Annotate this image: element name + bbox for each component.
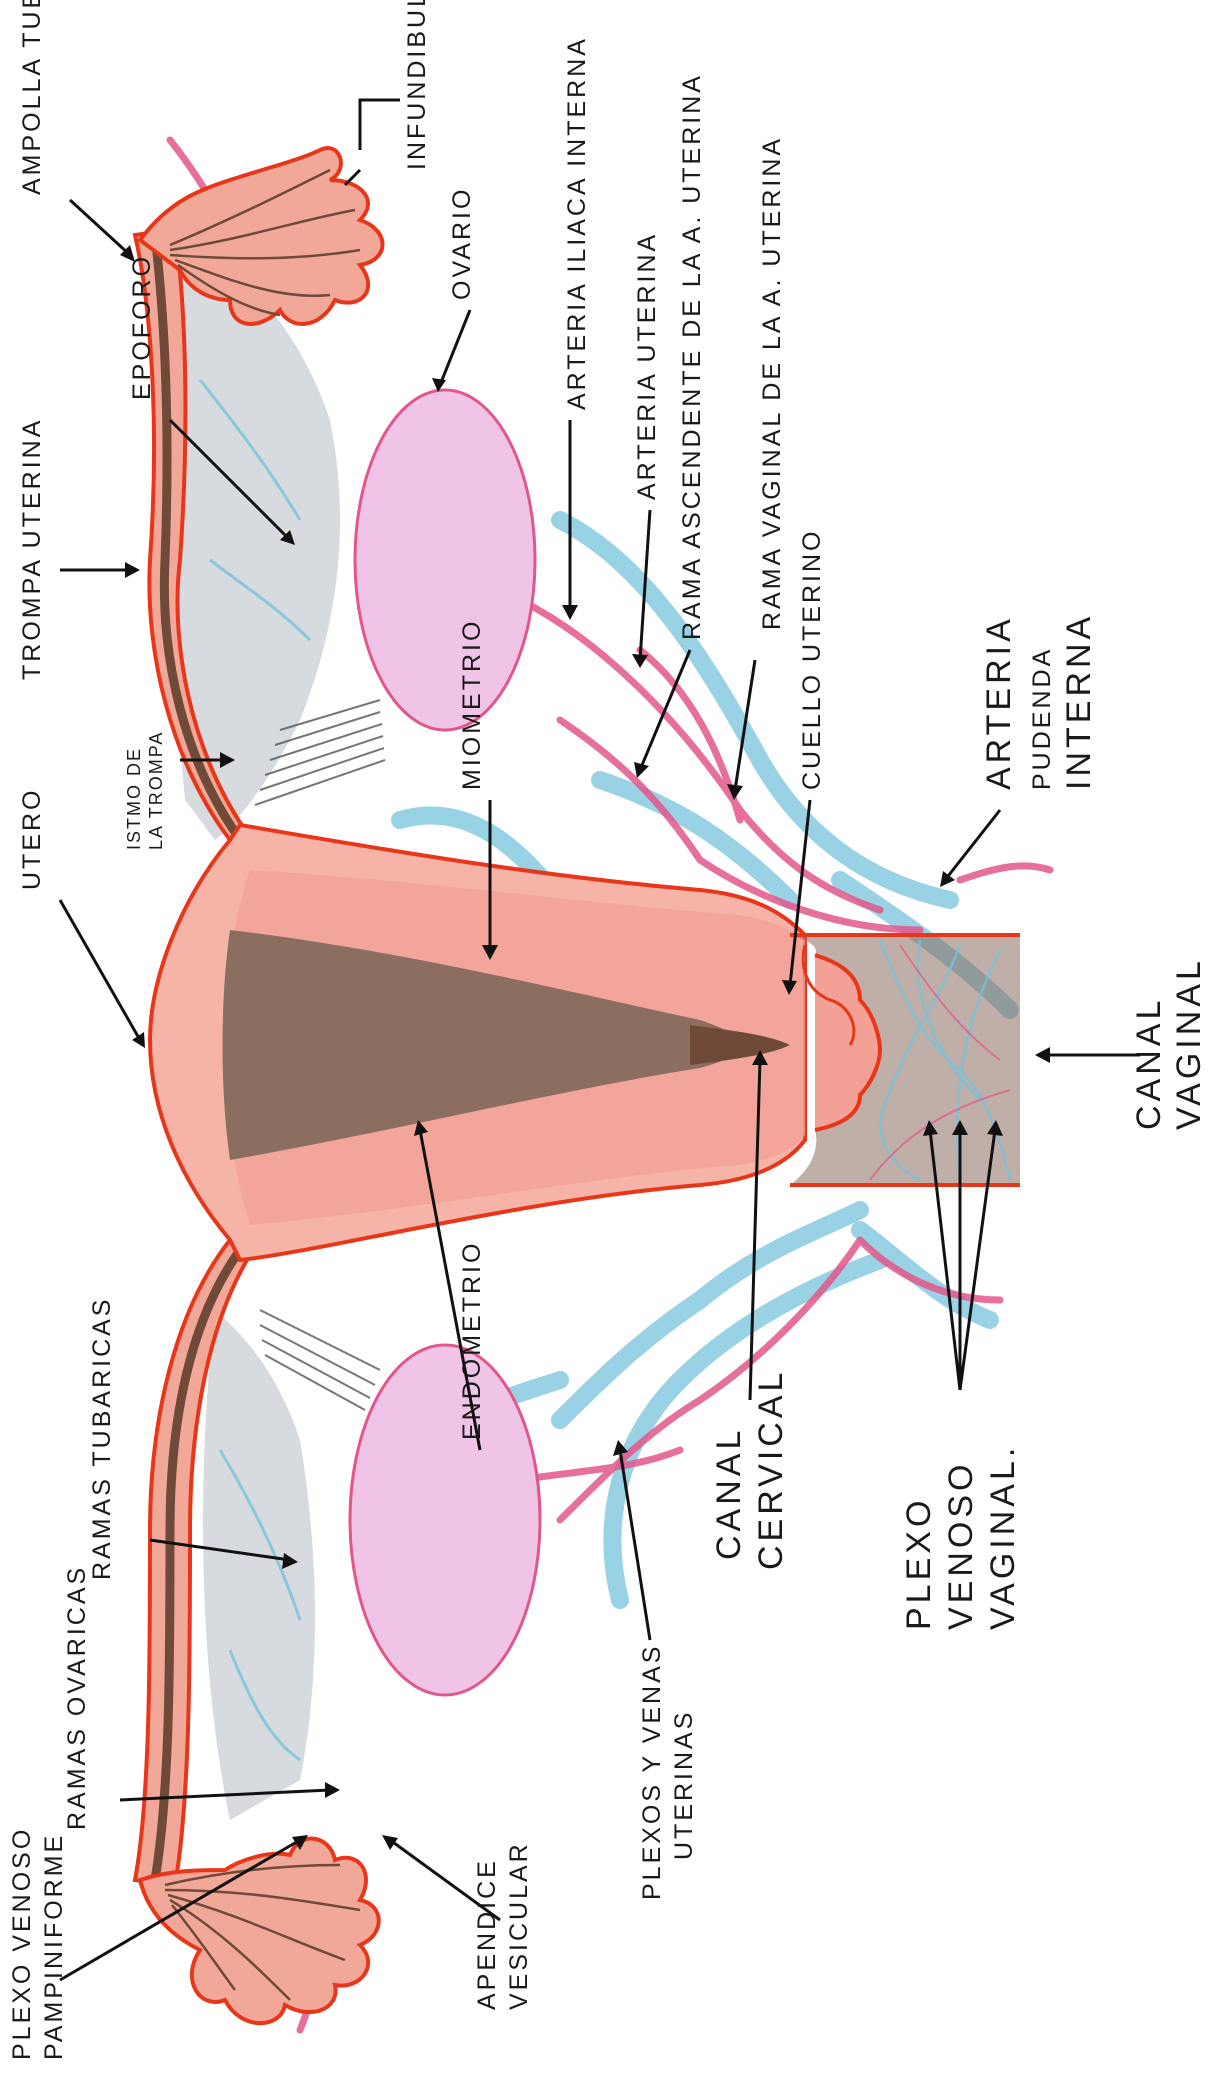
label-ovario: OVARIO (448, 187, 476, 300)
label-canal-cervical-1: CANAL (710, 1427, 748, 1560)
label-plexo-vaginal-1: PLEXO (900, 1497, 938, 1630)
uterus (150, 825, 805, 1260)
label-rama-vaginal: RAMA VAGINAL DE LA A. UTERINA (758, 136, 786, 630)
ovary-lower (350, 1345, 540, 1695)
label-plexo-pamp-2: PAMPINIFORME (40, 1833, 68, 2060)
label-apendice-1: APENDICE (473, 1858, 501, 2010)
label-cuello: CUELLO UTERINO (798, 529, 826, 790)
label-pudenda-3: INTERNA (1060, 613, 1098, 790)
label-plexo-vaginal-3: VAGINAL. (984, 1444, 1022, 1630)
label-istmo-1: ISTMO DE (124, 747, 144, 850)
label-pudenda-2: PUDENDA (1028, 647, 1056, 790)
label-canal-cervical-2: CERVICAL (752, 1369, 790, 1570)
label-ampolla: AMPOLLA TUBARICA (18, 0, 46, 195)
ovary-upper (355, 390, 535, 730)
label-infundibulo: INFUNDIBULO (403, 0, 431, 170)
vagina (790, 935, 1020, 1185)
label-rama-ascendente: RAMA ASCENDENTE DE LA A. UTERINA (678, 73, 706, 640)
label-apendice-2: VESICULAR (505, 1841, 533, 2010)
label-ramas-tubaricas: RAMAS TUBARICAS (88, 1297, 116, 1580)
label-istmo-2: LA TROMPA (146, 731, 166, 850)
label-trompa: TROMPA UTERINA (18, 418, 46, 680)
label-utero: UTERO (18, 788, 46, 891)
label-canal-vaginal-1: CANAL (1130, 997, 1168, 1130)
label-canal-vaginal-2: VAGINAL (1170, 957, 1208, 1130)
label-ramas-ovaricas: RAMAS OVARICAS (63, 1565, 91, 1830)
label-plexo-pamp-1: PLEXO VENOSO (8, 1827, 36, 2060)
label-miometrio: MIOMETRIO (458, 619, 486, 790)
label-epoforo: EPOFORO (128, 254, 156, 400)
label-arteria-uterina: ARTERIA UTERINA (633, 232, 661, 500)
label-iliaca: ARTERIA ILIACA INTERNA (563, 36, 591, 410)
label-plexos-uterinas-2: UTERINAS (670, 1710, 698, 1860)
label-pudenda-1: ARTERIA (980, 615, 1018, 790)
label-plexos-uterinas-1: PLEXOS Y VENAS (638, 1644, 666, 1900)
label-plexo-vaginal-2: VENOSO (942, 1461, 980, 1630)
